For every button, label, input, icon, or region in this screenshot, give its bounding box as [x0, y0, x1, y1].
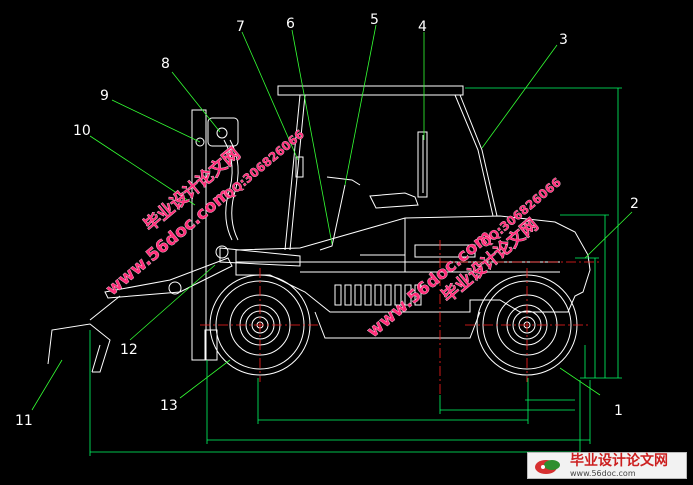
callout-4: 4: [418, 19, 427, 35]
callout-3: 3: [559, 32, 568, 48]
forklift-body-outline: [47, 85, 591, 373]
dimension-lines: [89, 87, 622, 456]
logo-url: www.56doc.com: [570, 468, 636, 478]
hanging-attachment: [47, 323, 111, 373]
steering-column: [319, 184, 346, 251]
callout-11: 11: [15, 413, 33, 429]
forklift-hull: [235, 215, 591, 313]
callout-13: 13: [160, 398, 178, 414]
callout-10: 10: [73, 123, 91, 139]
callout-5: 5: [370, 12, 379, 28]
operator-seat: [369, 192, 419, 209]
callout-6: 6: [286, 16, 295, 32]
callout-2: 2: [630, 196, 639, 212]
mast-outer: [191, 109, 207, 361]
overhead-guard-roof: [277, 85, 464, 96]
leader-lines: [31, 24, 633, 411]
callout-numbers: 1 2 3 4 5 6 7 8 9 10 11 12 13: [15, 12, 639, 429]
guard-rear-post: [454, 94, 494, 217]
leaf-logo-icon: [534, 456, 564, 476]
side-lever: [295, 156, 304, 178]
callout-12: 12: [120, 342, 138, 358]
logo-title: 毕业设计论文网: [570, 452, 668, 469]
callout-1: 1: [614, 403, 623, 419]
steering-wheel: [326, 176, 361, 186]
engine-vents: [334, 284, 422, 306]
callout-9: 9: [100, 88, 109, 104]
site-logo-badge: 毕业设计论文网 www.56doc.com: [527, 452, 687, 479]
callout-7: 7: [236, 19, 245, 35]
mast-head: [207, 117, 239, 147]
watermarks: 毕业设计论文网 www.56doc.com QQ:306826066 毕业设计论…: [102, 127, 564, 342]
fork-arm: [104, 257, 233, 299]
tilt-cylinder: [219, 247, 301, 267]
callout-8: 8: [161, 56, 170, 72]
body-panel: [414, 244, 476, 258]
centerlines: [200, 240, 600, 395]
guard-front-post: [284, 94, 301, 251]
hydraulic-hose: [223, 139, 233, 241]
